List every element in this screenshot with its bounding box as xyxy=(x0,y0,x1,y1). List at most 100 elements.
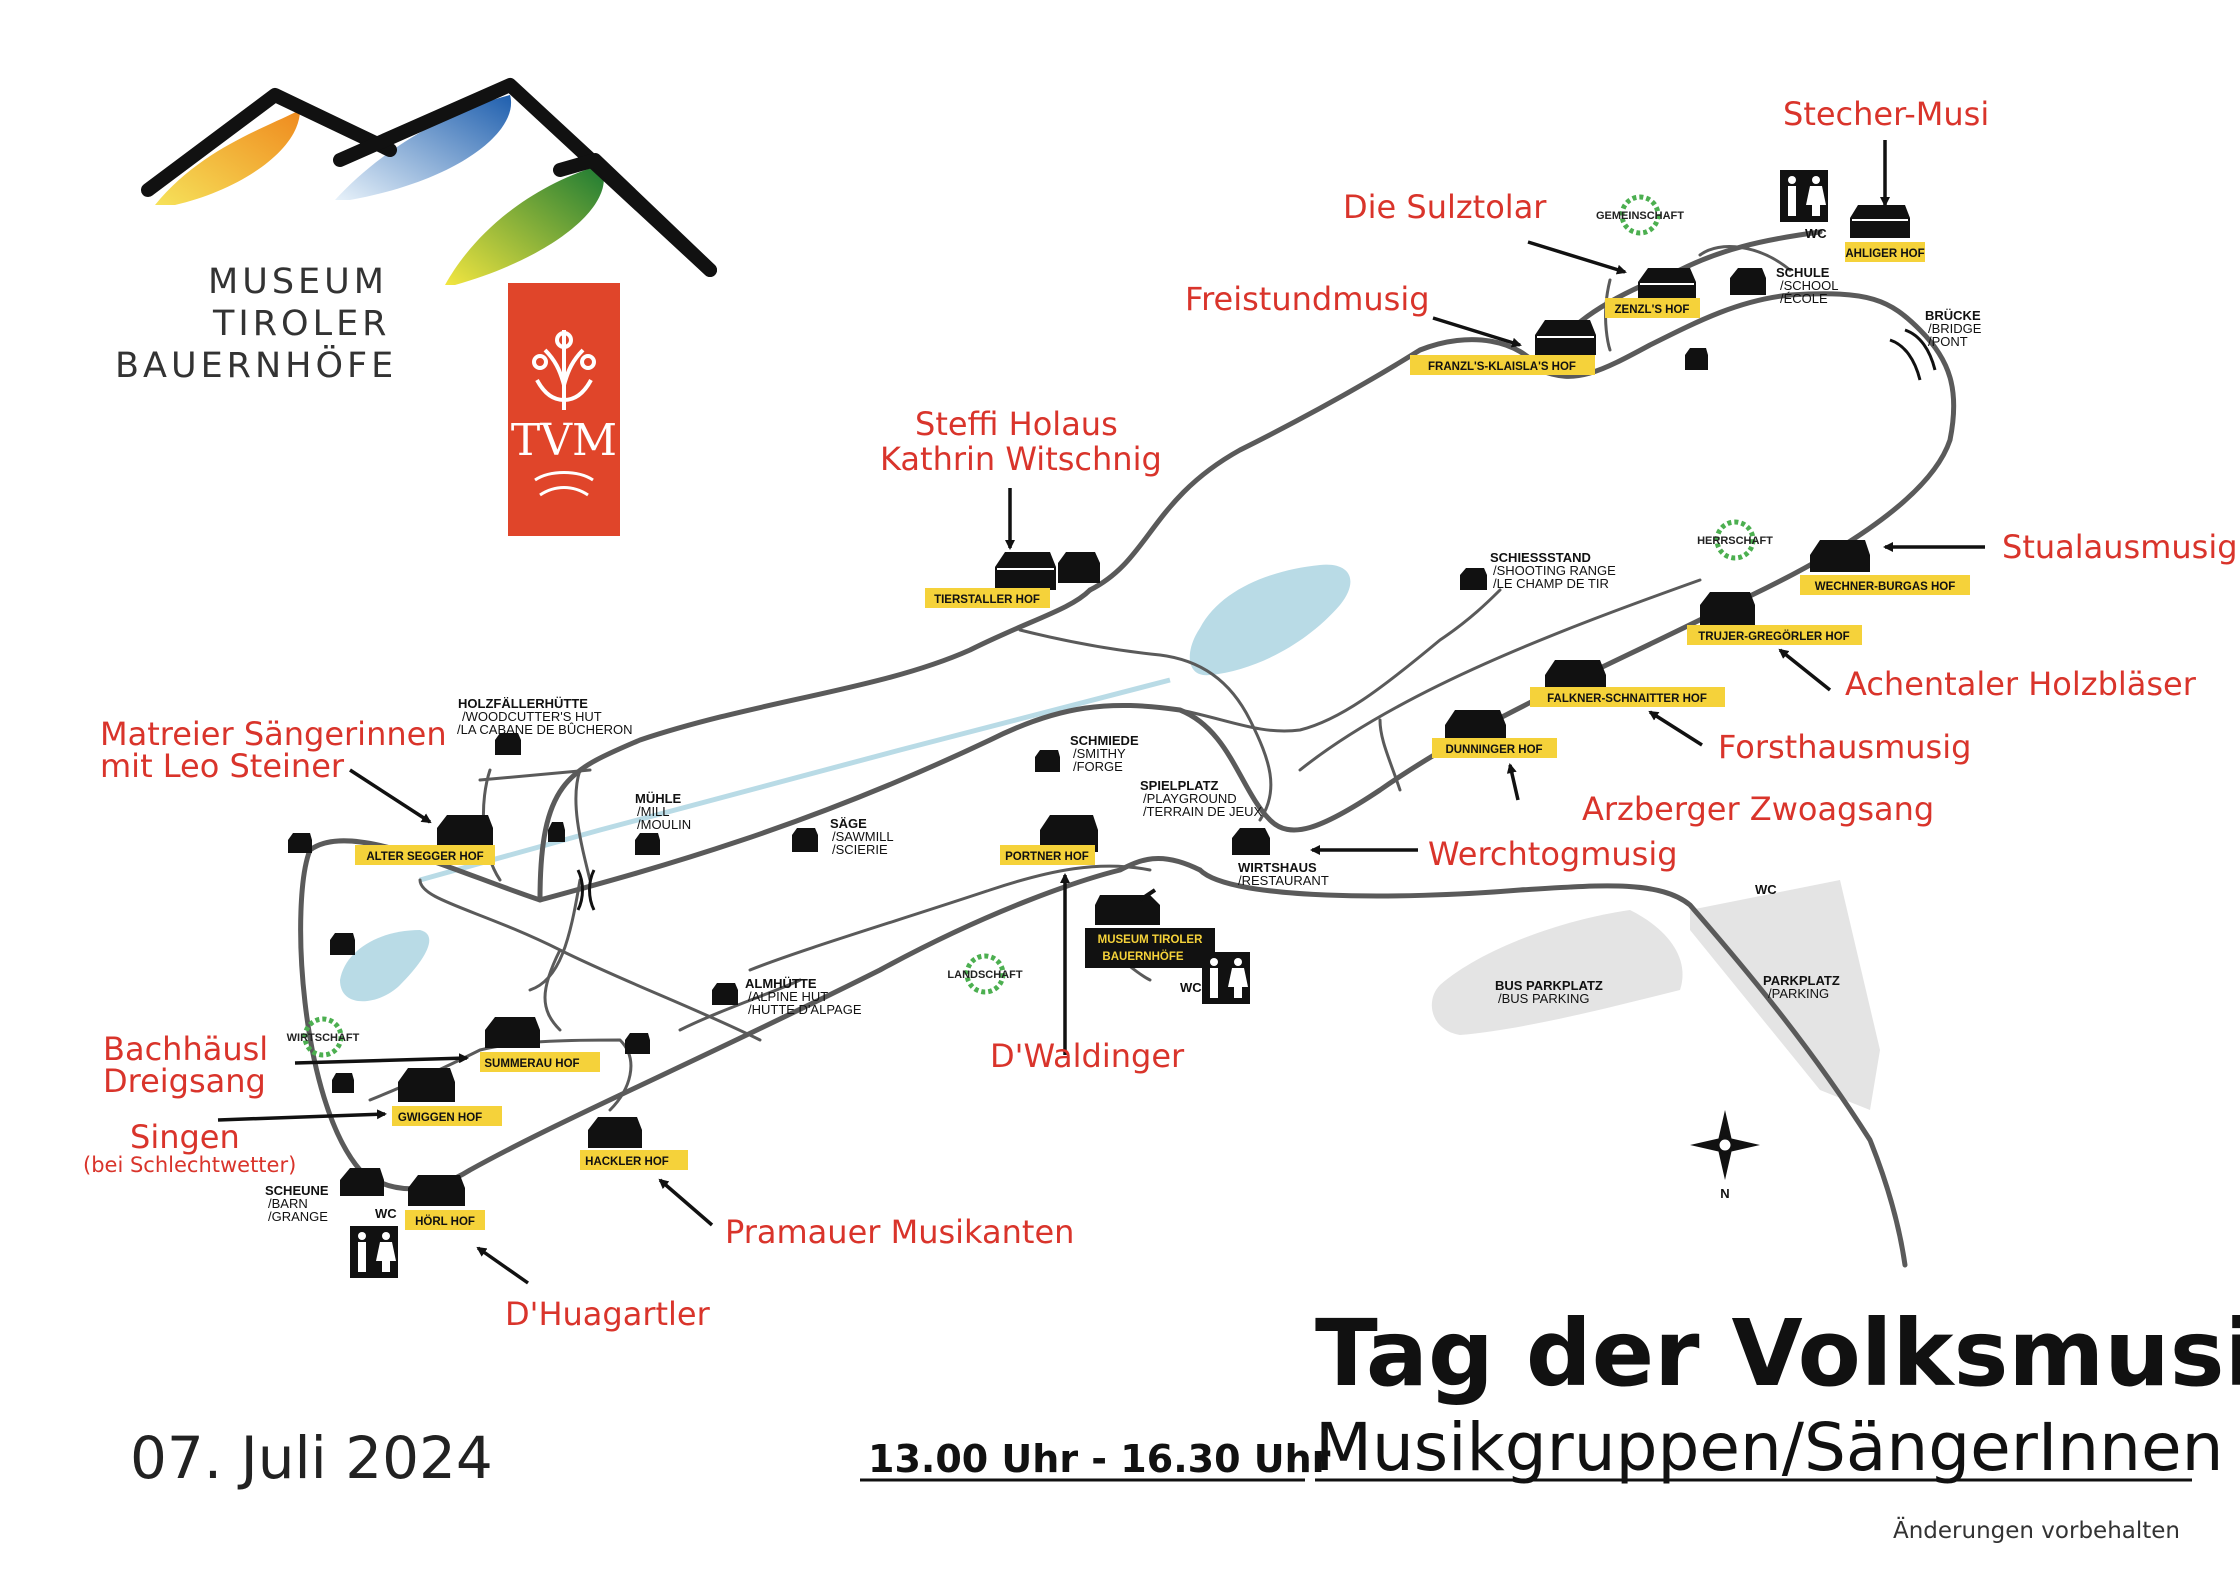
building-icon xyxy=(995,552,1056,590)
performer-kathrin-witschnig: Kathrin Witschnig xyxy=(880,440,1162,478)
building-icon xyxy=(1638,268,1696,302)
svg-text:/FORGE: /FORGE xyxy=(1073,759,1123,774)
building-icon xyxy=(1535,320,1596,355)
performer-arrows xyxy=(217,140,1985,1285)
building-icon xyxy=(635,833,660,855)
building-icon xyxy=(437,815,493,848)
compass-icon: N xyxy=(1690,1110,1760,1201)
svg-text:/RESTAURANT: /RESTAURANT xyxy=(1238,873,1329,888)
svg-text:/PLAYGROUND: /PLAYGROUND xyxy=(1143,791,1237,806)
performer-schlechtwetter: (bei Schlechtwetter) xyxy=(83,1153,296,1177)
logo-line1: MUSEUM xyxy=(208,262,388,302)
parking-areas xyxy=(1431,880,1880,1110)
place-muehle: MÜHLE xyxy=(635,791,682,806)
svg-text:/BRIDGE: /BRIDGE xyxy=(1928,321,1982,336)
logo-line2: TIROLER xyxy=(212,304,391,344)
spot-icons xyxy=(302,194,1756,1058)
place-spielplatz: SPIELPLATZ xyxy=(1140,778,1219,793)
tvm-tree-icon xyxy=(532,330,596,410)
building-icon xyxy=(712,983,738,1005)
building-icon xyxy=(1545,660,1606,695)
toilet-icon xyxy=(1780,170,1828,222)
place-parkplatz: PARKPLATZ xyxy=(1763,973,1840,988)
event-date: 07. Juli 2024 xyxy=(130,1424,493,1492)
farm-hoerl: HÖRL HOF xyxy=(415,1215,475,1228)
place-schule: SCHULE xyxy=(1776,265,1830,280)
building-icon xyxy=(1685,348,1708,370)
building-icon xyxy=(625,1033,650,1054)
building-icon xyxy=(330,933,355,955)
farm-gwiggen: GWIGGEN HOF xyxy=(398,1112,482,1124)
bridge-icon xyxy=(576,869,596,911)
sun-spot-icon xyxy=(1714,519,1756,561)
toilet-icon xyxy=(350,1226,398,1278)
performer-arzberger: Arzberger Zwoagsang xyxy=(1582,790,1934,828)
performer-stualausmusig: Stualausmusig xyxy=(2002,528,2238,566)
building-icon xyxy=(1058,552,1100,583)
svg-text:/LA CABANE DE BÛCHERON: /LA CABANE DE BÛCHERON xyxy=(457,722,633,737)
svg-text:/MOULIN: /MOULIN xyxy=(637,817,691,832)
performer-bachhaeusl-2: Dreigsang xyxy=(103,1062,266,1100)
wc-label: WC xyxy=(1755,882,1777,897)
performer-freistundmusig: Freistundmusig xyxy=(1185,280,1430,318)
building-icon xyxy=(288,833,312,853)
performer-huagartler: D'Huagartler xyxy=(505,1295,711,1333)
event-title: Tag der Volksmusik xyxy=(1315,1300,2240,1407)
event-subtitle: Musikgruppen/SängerInnen xyxy=(1315,1409,2223,1486)
building-icon xyxy=(485,1017,540,1048)
farm-portner: PORTNER HOF xyxy=(1005,851,1089,863)
building-icon xyxy=(1095,888,1160,925)
farm-franzl: FRANZL'S-KLAISLA'S HOF xyxy=(1428,361,1576,373)
building-icon xyxy=(1850,205,1910,238)
place-wirtshaus: WIRTSHAUS xyxy=(1238,860,1317,875)
water xyxy=(340,564,1351,1002)
place-bruecke: BRÜCKE xyxy=(1925,308,1981,323)
svg-text:/ÉCOLE: /ÉCOLE xyxy=(1780,291,1828,306)
compass-north-label: N xyxy=(1720,1186,1729,1201)
sun-spot-icon xyxy=(964,953,1006,995)
farm-trujer: TRUJER-GREGÖRLER HOF xyxy=(1698,630,1849,643)
farm-wechner: WECHNER-BURGAS HOF xyxy=(1815,581,1956,593)
place-bus-parkplatz: BUS PARKPLATZ xyxy=(1495,978,1603,993)
farm-labels: AHLIGER HOF ZENZL'S HOF FRANZL'S-KLAISLA… xyxy=(355,242,1970,1230)
building-icon xyxy=(332,1073,354,1093)
farm-dunninger: DUNNINGER HOF xyxy=(1445,744,1542,756)
wc-icons xyxy=(350,170,1828,1278)
performer-singen: Singen xyxy=(130,1118,240,1156)
farm-museum-line2: BAUERNHÖFE xyxy=(1102,950,1183,963)
building-icon xyxy=(398,1068,455,1102)
sun-spot-icon xyxy=(302,1016,344,1058)
spot-gemeinschaft: GEMEINSCHAFT xyxy=(1596,210,1684,222)
svg-text:/WOODCUTTER'S HUT: /WOODCUTTER'S HUT xyxy=(462,709,602,724)
farm-ahliger: AHLIGER HOF xyxy=(1845,248,1924,260)
svg-text:/SAWMILL: /SAWMILL xyxy=(832,829,894,844)
building-icon xyxy=(1445,710,1506,745)
toilet-icon xyxy=(1202,952,1250,1004)
farm-museum-line1: MUSEUM TIROLER xyxy=(1098,934,1203,946)
farm-hackler: HACKLER HOF xyxy=(585,1156,669,1168)
svg-text:/TERRAIN DE JEUX: /TERRAIN DE JEUX xyxy=(1143,804,1263,819)
disclaimer-note: Änderungen vorbehalten xyxy=(1893,1516,2180,1544)
svg-text:/SMITHY: /SMITHY xyxy=(1073,746,1126,761)
svg-text:/HUTTE D'ALPAGE: /HUTTE D'ALPAGE xyxy=(748,1002,862,1017)
svg-text:/LE CHAMP DE TIR: /LE CHAMP DE TIR xyxy=(1493,576,1609,591)
performer-matreier-2: mit Leo Steiner xyxy=(100,747,345,785)
farm-falkner: FALKNER-SCHNAITTER HOF xyxy=(1547,693,1707,705)
place-schmiede: SCHMIEDE xyxy=(1070,733,1139,748)
wc-label: WC xyxy=(1805,226,1827,241)
performer-steffi-holaus: Steffi Holaus xyxy=(915,405,1118,443)
performer-forsthausmusig: Forsthausmusig xyxy=(1718,728,1971,766)
svg-text:/ALPINE HUT: /ALPINE HUT xyxy=(748,989,828,1004)
performer-waldinger: D'Waldinger xyxy=(990,1037,1185,1075)
svg-text:/MILL: /MILL xyxy=(637,804,670,819)
building-icon xyxy=(1035,750,1060,772)
building-icon xyxy=(1460,568,1487,590)
spot-herrschaft: HERRSCHAFT xyxy=(1697,535,1773,547)
svg-text:/SHOOTING RANGE: /SHOOTING RANGE xyxy=(1493,563,1616,578)
tvm-badge-text: TVM xyxy=(511,415,617,466)
svg-text:/PARKING: /PARKING xyxy=(1768,986,1829,1001)
farm-alter-segger: ALTER SEGGER HOF xyxy=(366,851,483,863)
performer-bachhaeusl-1: Bachhäusl xyxy=(103,1030,268,1068)
svg-text:/GRANGE: /GRANGE xyxy=(268,1209,328,1224)
